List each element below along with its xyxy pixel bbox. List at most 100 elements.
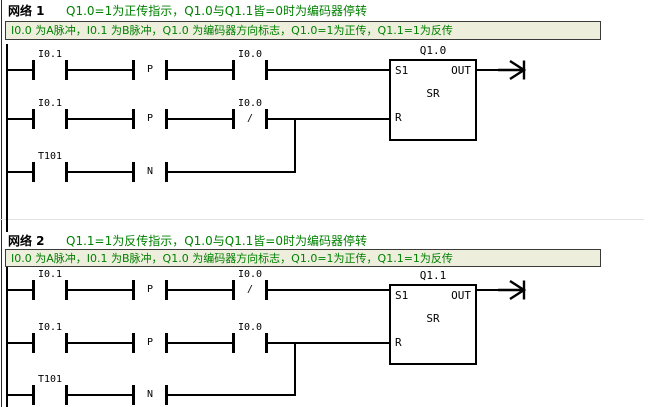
contact-bar [165, 162, 168, 182]
wire-junction [294, 118, 296, 173]
wire [168, 342, 232, 344]
network-1-name[interactable]: 网络 1 [8, 4, 45, 18]
wire [7, 394, 32, 396]
power-rail [6, 44, 8, 232]
contact-bar [265, 60, 268, 80]
wire [68, 394, 132, 396]
wire [68, 118, 132, 120]
contact-bar [65, 109, 68, 129]
contact-positive-edge[interactable]: P [132, 109, 168, 129]
contact-bar [32, 60, 35, 80]
contact-bar [132, 333, 135, 353]
wire [7, 171, 32, 173]
contact-bar [165, 333, 168, 353]
contact-bar [132, 385, 135, 405]
wire [7, 69, 32, 71]
wire [268, 289, 389, 291]
contact-positive-edge[interactable]: P [132, 60, 168, 80]
power-rail [6, 267, 8, 407]
contact-label: I0.1 [37, 98, 63, 109]
contact-modifier [35, 280, 65, 300]
network-2-name[interactable]: 网络 2 [8, 234, 45, 248]
contact-bar [132, 60, 135, 80]
sr-output-label: OUT [451, 289, 471, 302]
contact-normally-open[interactable] [232, 60, 268, 80]
contact-normally-open[interactable] [232, 333, 268, 353]
wire [168, 118, 232, 120]
sr-block[interactable]: S1 OUT SR R [389, 284, 477, 365]
contact-normally-open[interactable] [32, 333, 68, 353]
wire [268, 69, 389, 71]
rung-output-arrow-icon [498, 279, 527, 301]
contact-bar [232, 280, 235, 300]
contact-modifier [35, 109, 65, 129]
contact-bar [265, 280, 268, 300]
contact-bar [32, 333, 35, 353]
contact-bar [265, 109, 268, 129]
contact-normally-closed[interactable]: / [232, 280, 268, 300]
sr-block-address: Q1.1 [419, 269, 447, 282]
wire [168, 394, 296, 396]
wire [68, 69, 132, 71]
contact-bar [165, 385, 168, 405]
contact-bar [32, 162, 35, 182]
contact-bar [32, 385, 35, 405]
contact-label: I0.1 [37, 322, 63, 333]
sr-block-address: Q1.0 [419, 44, 447, 57]
sr-input-s1: S1 [395, 289, 409, 302]
sr-block-type: SR [426, 312, 440, 325]
contact-bar [65, 385, 68, 405]
contact-bar [65, 333, 68, 353]
wire [68, 289, 132, 291]
network-1-title[interactable]: Q1.0=1为正传指示，Q1.0与Q1.1皆=0时为编码器停转 [66, 4, 367, 18]
wire [477, 289, 499, 291]
contact-bar [232, 109, 235, 129]
contact-normally-open[interactable] [32, 162, 68, 182]
wire [68, 171, 132, 173]
contact-negative-edge[interactable]: N [132, 162, 168, 182]
contact-normally-open[interactable] [32, 385, 68, 405]
contact-positive-edge[interactable]: P [132, 333, 168, 353]
contact-label: I0.1 [37, 49, 63, 60]
rung-output-arrow-icon [498, 59, 527, 81]
contact-bar [265, 333, 268, 353]
contact-normally-open[interactable] [32, 109, 68, 129]
network-1-comment[interactable]: I0.0 为A脉冲，I0.1 为B脉冲，Q1.0 为编码器方向标志，Q1.0=1… [5, 21, 601, 40]
contact-modifier [35, 162, 65, 182]
contact-bar [165, 109, 168, 129]
contact-normally-open[interactable] [32, 60, 68, 80]
contact-modifier [35, 60, 65, 80]
contact-bar [165, 280, 168, 300]
network-2-title[interactable]: Q1.1=1为反传指示，Q1.0与Q1.1皆=0时为编码器停转 [66, 234, 367, 248]
wire [168, 69, 232, 71]
contact-bar [32, 109, 35, 129]
contact-label: I0.0 [237, 269, 263, 280]
contact-modifier: / [246, 113, 254, 124]
contact-modifier: N [146, 389, 154, 400]
contact-positive-edge[interactable]: P [132, 280, 168, 300]
wire [268, 342, 389, 344]
contact-label: I0.0 [237, 322, 263, 333]
contact-negative-edge[interactable]: N [132, 385, 168, 405]
sr-output-label: OUT [451, 64, 471, 77]
contact-modifier: / [246, 284, 254, 295]
contact-normally-closed[interactable]: / [232, 109, 268, 129]
contact-bar [232, 60, 235, 80]
wire [7, 342, 32, 344]
contact-modifier [35, 333, 65, 353]
contact-label: I0.0 [237, 98, 263, 109]
contact-bar [65, 60, 68, 80]
wire [68, 342, 132, 344]
contact-bar [65, 162, 68, 182]
contact-normally-open[interactable] [32, 280, 68, 300]
contact-modifier [35, 385, 65, 405]
wire [168, 171, 296, 173]
network-2-comment[interactable]: I0.0 为A脉冲，I0.1 为B脉冲，Q1.0 为编码器方向标志，Q1.0=1… [5, 249, 601, 267]
sr-input-r: R [395, 336, 402, 349]
contact-label: I0.0 [237, 49, 263, 60]
contact-bar [232, 333, 235, 353]
sr-block[interactable]: S1 OUT SR R [389, 59, 477, 141]
wire [268, 118, 389, 120]
sr-block-type: SR [426, 87, 440, 100]
